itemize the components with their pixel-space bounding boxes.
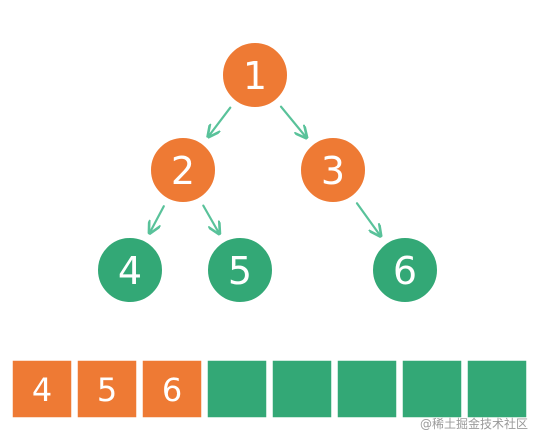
queue-cell-box — [401, 359, 463, 419]
queue-cell-7 — [401, 359, 463, 419]
queue-cell-box — [11, 359, 73, 419]
edge-2-to-4 — [150, 205, 165, 232]
tree-node-2: 2 — [149, 136, 217, 204]
node-label: 6 — [393, 249, 417, 293]
queue-array: 4 5 6 — [11, 359, 528, 419]
edge-1-to-3 — [279, 105, 306, 137]
tree-node-1: 1 — [221, 41, 289, 109]
tree-nodes: 1 2 3 4 5 6 — [96, 41, 439, 304]
tree-node-6: 6 — [371, 236, 439, 304]
node-label: 4 — [118, 249, 142, 293]
edge-2-to-5 — [202, 204, 218, 233]
queue-cell-box — [206, 359, 268, 419]
node-label: 5 — [228, 249, 252, 293]
node-label: 1 — [243, 54, 267, 98]
queue-cell-2: 5 — [76, 359, 138, 419]
queue-cell-8 — [466, 359, 528, 419]
edge-3-to-6 — [355, 202, 380, 235]
queue-cell-5 — [271, 359, 333, 419]
tree-node-3: 3 — [299, 136, 367, 204]
queue-cell-box — [141, 359, 203, 419]
queue-cell-3: 6 — [141, 359, 203, 419]
node-circle — [221, 41, 289, 109]
queue-cell-4 — [206, 359, 268, 419]
queue-cell-label: 6 — [162, 371, 182, 409]
queue-cell-box — [271, 359, 333, 419]
queue-cell-1: 4 — [11, 359, 73, 419]
node-circle — [96, 236, 164, 304]
queue-cell-box — [76, 359, 138, 419]
queue-cell-box — [336, 359, 398, 419]
watermark: @稀土掘金技术社区 — [419, 417, 528, 431]
edge-1-to-2 — [209, 106, 232, 136]
queue-cell-label: 4 — [32, 371, 52, 409]
node-circle — [206, 236, 274, 304]
tree-node-5: 5 — [206, 236, 274, 304]
node-circle — [149, 136, 217, 204]
node-circle — [299, 136, 367, 204]
queue-cell-6 — [336, 359, 398, 419]
tree-node-4: 4 — [96, 236, 164, 304]
tree-edges — [150, 105, 380, 235]
queue-cell-box — [466, 359, 528, 419]
node-label: 2 — [171, 149, 195, 193]
node-label: 3 — [321, 149, 345, 193]
queue-cell-label: 5 — [97, 371, 117, 409]
node-circle — [371, 236, 439, 304]
